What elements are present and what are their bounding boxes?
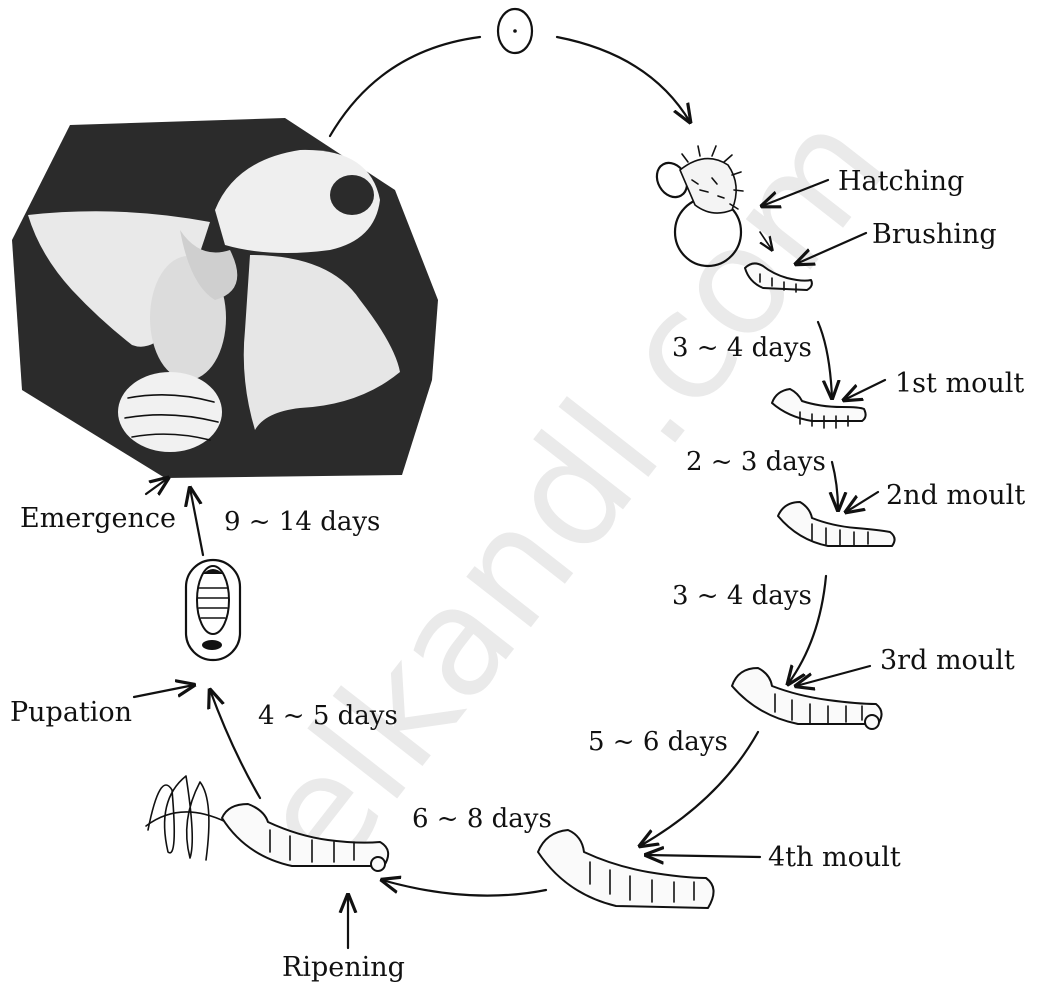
egg-icon <box>498 9 532 53</box>
label-pupation: Pupation <box>10 697 132 728</box>
label-ripening: Ripening <box>282 952 405 983</box>
label-brushing: Brushing <box>872 219 997 250</box>
label-third-moult: 3rd moult <box>880 645 1015 676</box>
duration-3: 3 ~ 4 days <box>672 581 812 611</box>
label-emergence: Emergence <box>20 503 176 534</box>
arrow-duration-7 <box>190 488 203 555</box>
duration-6: 4 ~ 5 days <box>258 701 398 731</box>
arrow-duration-5 <box>382 880 546 896</box>
arrow-third-moult <box>796 666 870 686</box>
arrow-duration-2 <box>832 462 838 510</box>
duration-1: 3 ~ 4 days <box>672 333 812 363</box>
arrow-duration-1 <box>818 322 832 398</box>
label-hatching: Hatching <box>838 166 964 197</box>
second-moult-larva-icon <box>778 502 895 546</box>
duration-4: 5 ~ 6 days <box>588 727 728 757</box>
label-first-moult: 1st moult <box>895 368 1024 399</box>
arc-moth-to-egg <box>330 37 480 136</box>
label-second-moult: 2nd moult <box>886 480 1025 511</box>
arrow-first-moult <box>844 380 885 400</box>
duration-5: 6 ~ 8 days <box>412 804 552 834</box>
label-fourth-moult: 4th moult <box>768 842 901 873</box>
fourth-moult-larva-icon <box>538 830 714 908</box>
third-moult-larva-icon <box>732 668 882 729</box>
pupa-cocoon-icon <box>186 560 240 660</box>
duration-2: 2 ~ 3 days <box>686 447 826 477</box>
arrow-second-moult <box>846 492 878 512</box>
moth-photo <box>12 118 438 478</box>
arc-egg-to-hatching <box>557 37 690 122</box>
arrow-fourth-moult <box>646 855 760 857</box>
arrow-pupation <box>134 685 194 697</box>
first-moult-larva-icon <box>772 389 866 428</box>
arrow-emergence <box>146 478 168 494</box>
duration-7: 9 ~ 14 days <box>224 507 380 537</box>
